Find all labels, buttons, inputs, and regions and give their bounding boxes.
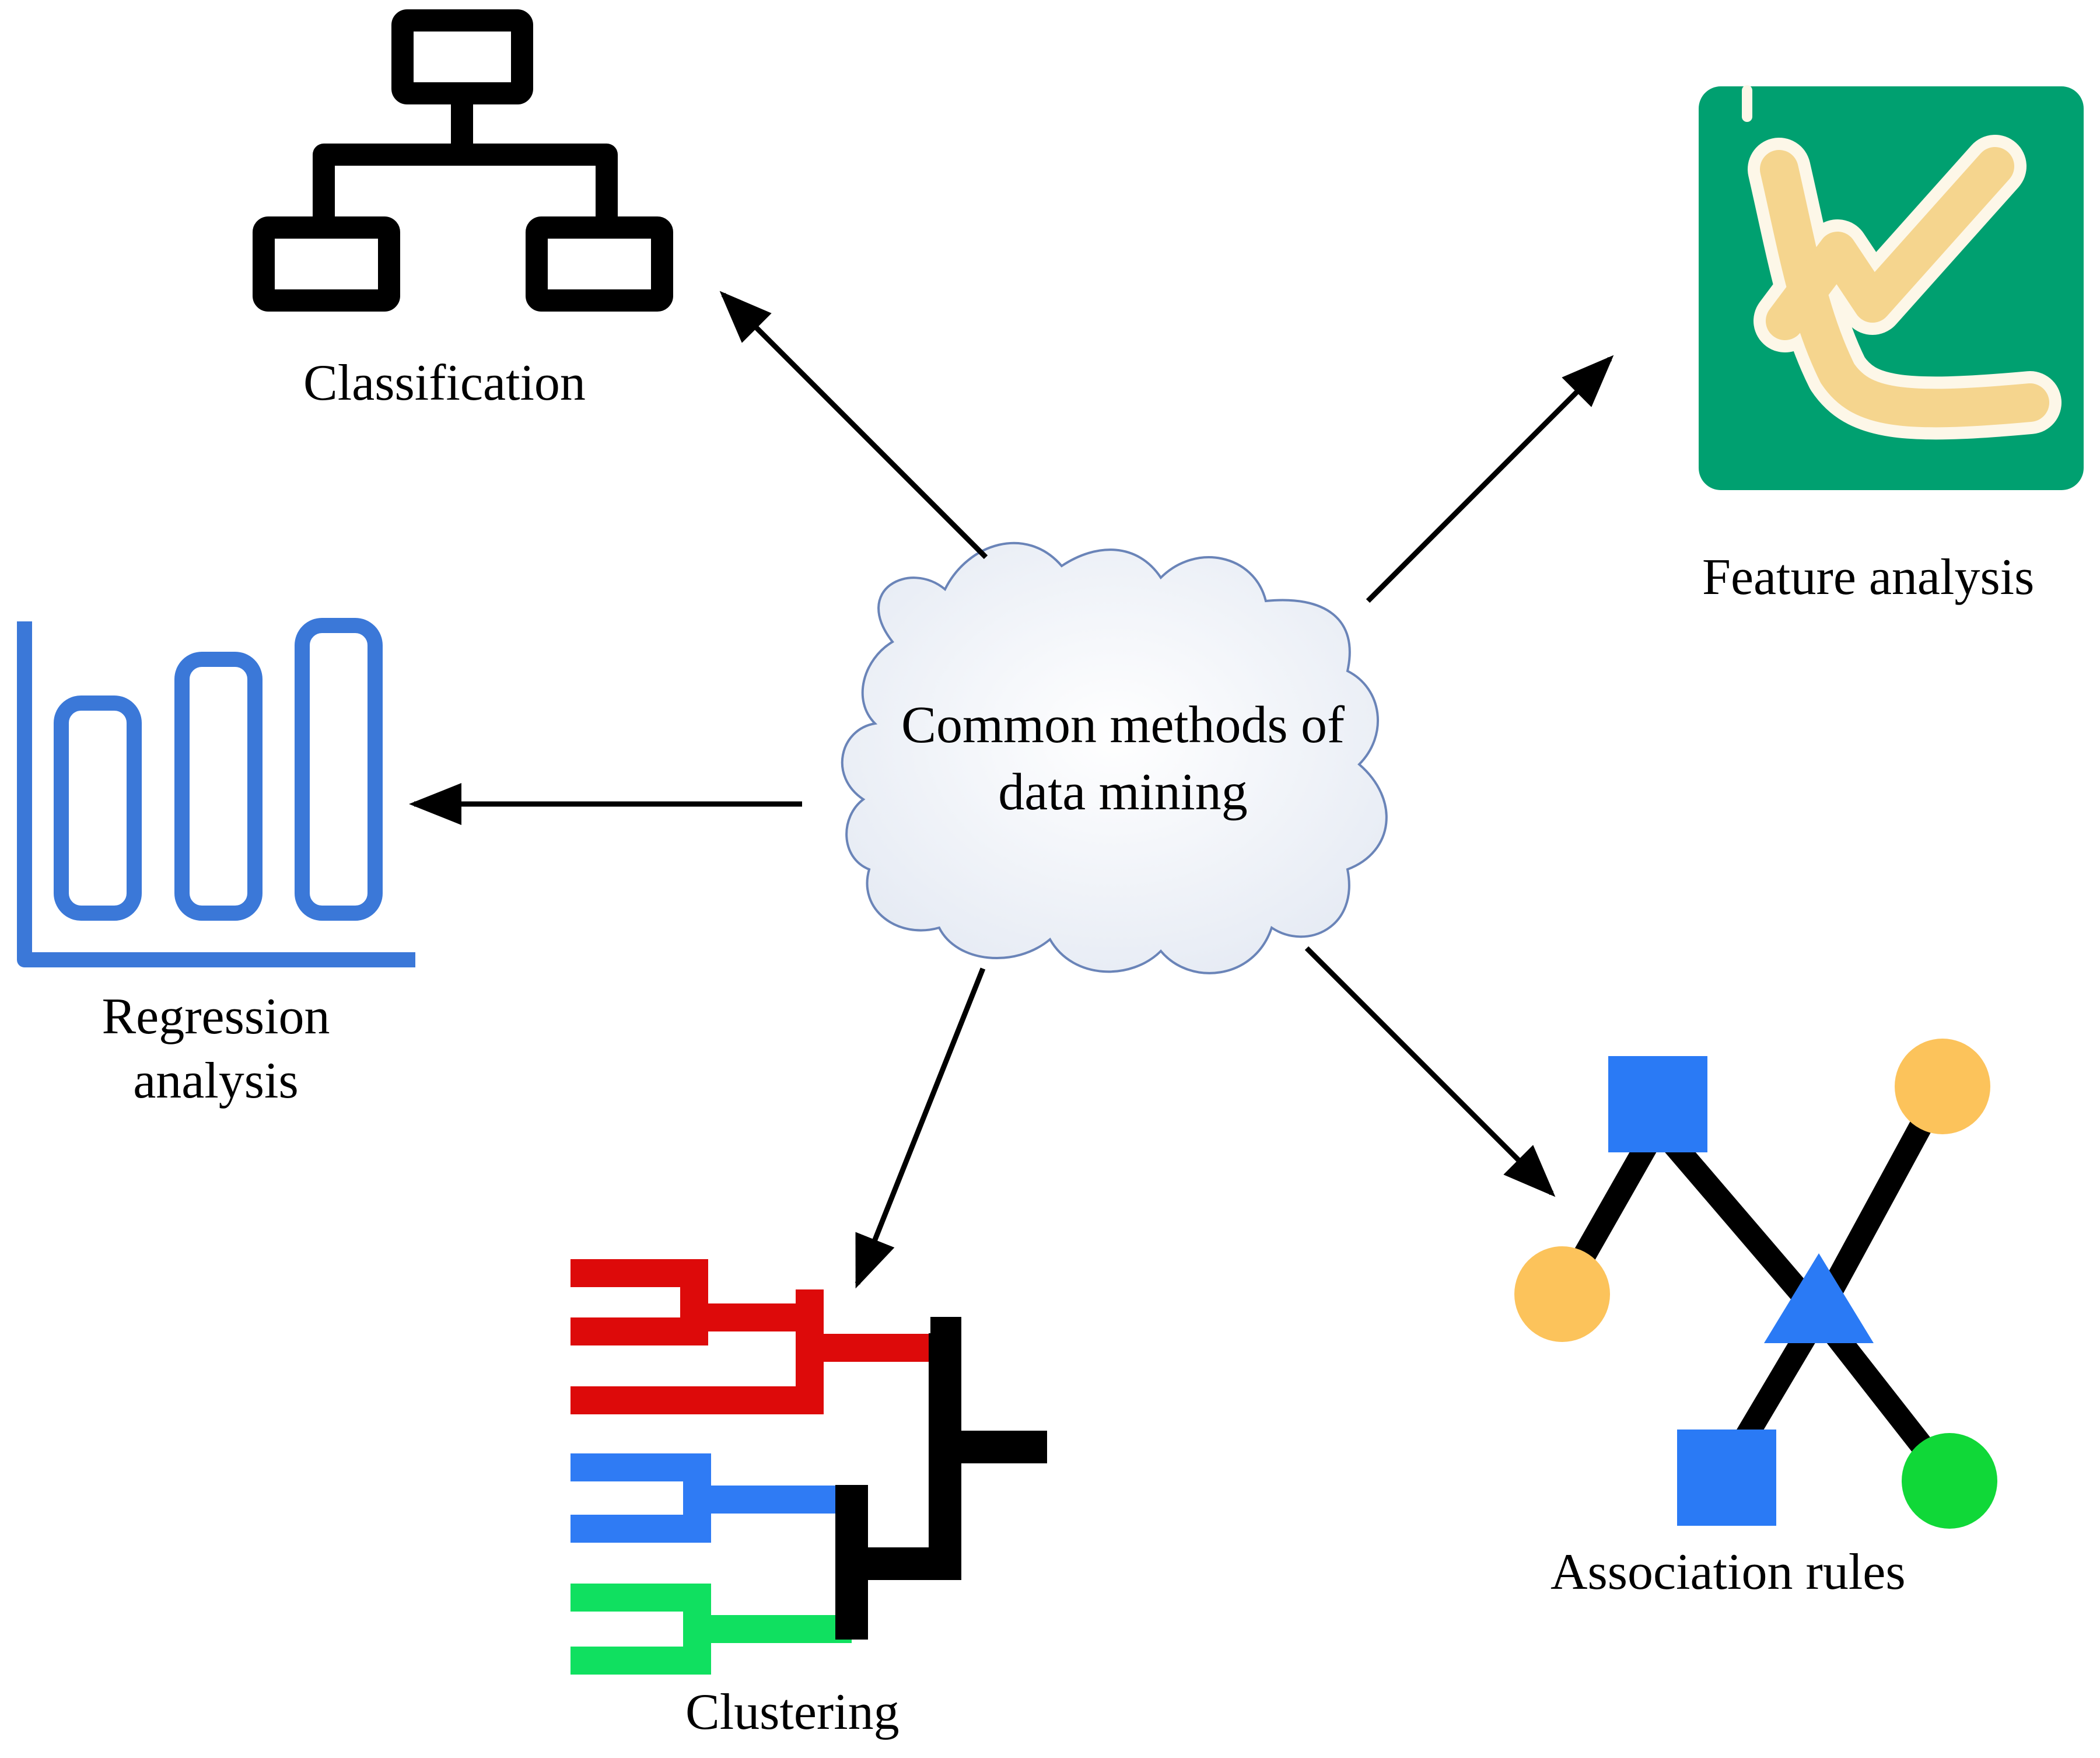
association-rules-label: Association rules bbox=[1550, 1544, 1906, 1600]
dendrogram-icon bbox=[570, 1259, 1047, 1675]
arrows bbox=[409, 291, 1614, 1289]
assoc-triangle bbox=[1764, 1253, 1874, 1343]
arrow-to-classification bbox=[719, 291, 988, 560]
regression-label-line2: analysis bbox=[133, 1053, 299, 1109]
feature-curve-icon bbox=[1699, 85, 2084, 490]
clustering-label: Clustering bbox=[685, 1684, 900, 1740]
center-label-line1: Common methods of bbox=[901, 696, 1345, 754]
arrow-to-association bbox=[1304, 946, 1556, 1197]
bar-chart-icon bbox=[17, 618, 415, 967]
center-label-line2: data mining bbox=[998, 763, 1248, 822]
regression-label-line1: Regression bbox=[102, 988, 330, 1045]
feature-analysis-label: Feature analysis bbox=[1702, 549, 2035, 606]
arrow-to-clustering bbox=[855, 967, 986, 1289]
center-cloud bbox=[841, 541, 1388, 974]
network-graph-icon bbox=[1514, 1039, 1997, 1529]
assoc-circle-bottom-right bbox=[1902, 1433, 1997, 1529]
regression-label: Regression analysis bbox=[88, 985, 344, 1113]
center-label: Common methods of data mining bbox=[843, 691, 1403, 826]
classification-label: Classification bbox=[303, 355, 586, 411]
assoc-circle-top-right bbox=[1895, 1039, 1990, 1134]
cloud-shape bbox=[841, 541, 1388, 974]
assoc-square-top bbox=[1608, 1056, 1707, 1152]
assoc-circle-left bbox=[1514, 1246, 1610, 1342]
hierarchy-icon bbox=[253, 9, 673, 312]
assoc-square-bottom bbox=[1677, 1430, 1776, 1526]
arrow-to-feature-analysis bbox=[1366, 355, 1614, 603]
